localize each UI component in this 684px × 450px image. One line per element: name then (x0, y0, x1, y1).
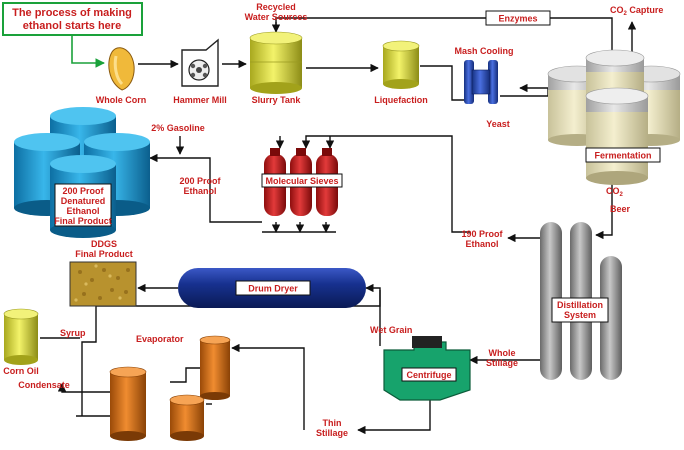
label-system: System (564, 310, 596, 320)
label-condensate: Condensate (18, 380, 70, 390)
label-thin-stillage: Stillage (316, 428, 348, 438)
label-syrup: Syrup (60, 328, 86, 338)
label-molecular-sieves: Molecular Sieves (265, 176, 338, 186)
distillation-label-box (551, 297, 609, 323)
label-beer: Beer (610, 204, 631, 214)
label-yeast: Yeast (486, 119, 510, 129)
final-product-label-box (54, 183, 112, 227)
evaporator-small (169, 394, 205, 441)
label-thin: Thin (323, 418, 342, 428)
190-to-sieves-line (301, 135, 470, 233)
enzymes-to-fermentation-arrow (550, 17, 617, 59)
label-stillage: Stillage (486, 358, 518, 368)
ddgs-product: DDGS Final Product (69, 239, 137, 307)
evaporator-tall (199, 335, 231, 400)
label-gasoline: 2% Gasoline (151, 123, 205, 133)
label-fermentation: Fermentation (594, 151, 651, 161)
mash-cooling-unit: Mash Cooling Yeast (455, 46, 514, 129)
molecular-sieves: Molecular Sieves (261, 148, 343, 216)
fermentation-tanks: Fermentation CO2 Beer (547, 49, 681, 214)
label-wet-grain: Wet Grain (370, 325, 412, 335)
label-final-3: Ethanol (67, 206, 100, 216)
mash-to-fermentation-line (500, 83, 549, 97)
drum-dryer-label-box (235, 280, 311, 296)
label-whole-corn: Whole Corn (96, 95, 147, 105)
label-slurry-tank: Slurry Tank (252, 95, 302, 105)
title-line-2: ethanol starts here (23, 20, 121, 32)
flow-lines (40, 17, 637, 435)
label-ddgs-final: Final Product (75, 249, 133, 259)
label-evaporator: Evaporator (136, 334, 184, 344)
evaporator-tanks (109, 335, 231, 441)
centrifuge: Centrifuge (383, 336, 471, 401)
label-water-sources: Water Sources (245, 12, 308, 22)
label-final-1: 200 Proof (62, 186, 104, 196)
liquefaction-to-mash-line (420, 65, 470, 101)
label-mash-cooling: Mash Cooling (455, 46, 514, 56)
centrifuge-label-box (401, 367, 457, 382)
label-final-2: Denatured (61, 196, 106, 206)
label-recycled: Recycled (256, 2, 296, 12)
slurry-tank: Recycled Water Sources Slurry Tank (245, 2, 308, 105)
enzymes-box: Enzymes (485, 10, 551, 26)
drum-dryer: Drum Dryer (178, 268, 366, 308)
beer-to-distillation-arrow (595, 184, 613, 240)
evaporator-left (109, 366, 147, 441)
label-190-ethanol: Ethanol (466, 239, 499, 249)
label-drum-dryer: Drum Dryer (248, 284, 298, 294)
label-corn-oil: Corn Oil (3, 366, 39, 376)
fermenter-front (585, 87, 649, 185)
label-final-4: Final Product (54, 216, 112, 226)
title-line-1: The process of making (12, 7, 132, 19)
label-200-proof: 200 Proof (179, 176, 221, 186)
final-product-tanks: 200 Proof Denatured Ethanol Final Produc… (14, 107, 150, 238)
label-whole: Whole (489, 348, 516, 358)
hammer-mill: Hammer Mill (173, 38, 227, 105)
label-centrifuge: Centrifuge (407, 370, 452, 380)
label-enzymes: Enzymes (498, 14, 537, 24)
label-ddgs: DDGS (91, 239, 117, 249)
label-distillation: Distillation (557, 300, 603, 310)
label-200-ethanol: Ethanol (184, 186, 217, 196)
label-co2: CO2 (606, 186, 624, 198)
evap-link-1 (170, 367, 200, 383)
label-co2-capture: CO2 Capture (610, 5, 663, 17)
syrup-line (81, 306, 97, 416)
enzymes-line-left (275, 17, 486, 30)
corn-oil-tank: Corn Oil (3, 308, 39, 376)
fermentation-label-box (585, 147, 661, 163)
whole-corn-kernel: Whole Corn (96, 47, 147, 105)
thin-stillage-line (357, 400, 431, 435)
distillation-system: Distillation System (540, 222, 622, 380)
condensate-arrow (57, 383, 110, 393)
title-box: The process of making ethanol starts her… (2, 2, 143, 36)
thin-to-evaporator-arrow (231, 343, 305, 430)
label-190-proof: 190 Proof (461, 229, 503, 239)
sieves-label-box (261, 173, 343, 188)
start-flow-arrow (71, 36, 105, 68)
label-hammer-mill: Hammer Mill (173, 95, 227, 105)
wet-grain-to-dryer-arrow (365, 283, 381, 346)
sieves-to-final-line (149, 153, 262, 223)
label-liquefaction: Liquefaction (374, 95, 428, 105)
liquefaction-tank: Liquefaction (374, 40, 428, 105)
